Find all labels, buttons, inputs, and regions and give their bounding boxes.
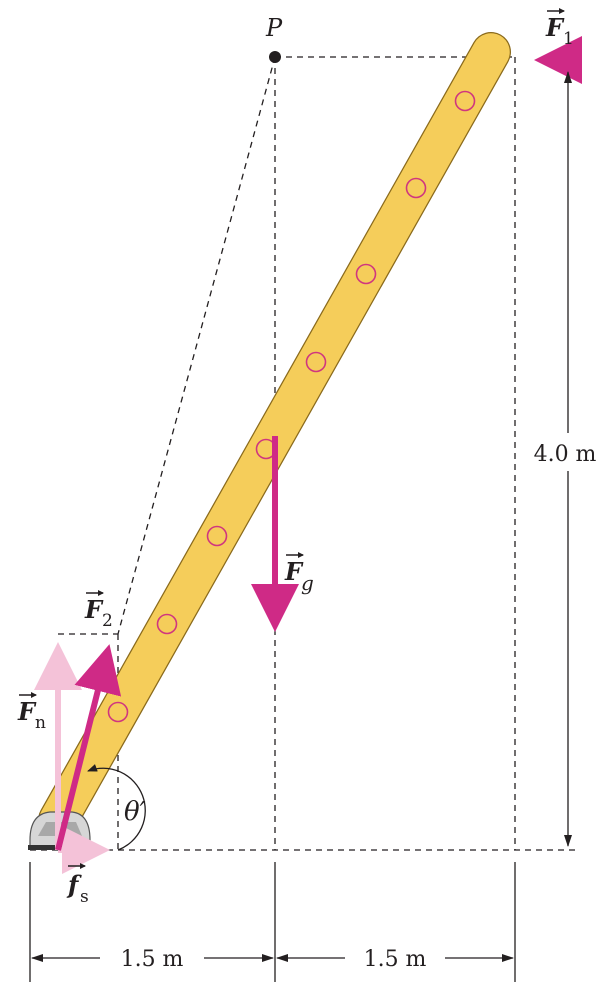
angle-label: θ′	[124, 797, 146, 827]
f1-subscript: 1	[563, 29, 574, 49]
label-fg: F g	[284, 552, 314, 595]
f2-force-arrow	[55, 644, 122, 851]
f2-symbol: F	[84, 595, 104, 624]
fg-symbol: F	[284, 557, 304, 586]
ladder-rungs	[107, 90, 476, 723]
f2-subscript: 2	[102, 611, 113, 631]
width-dimensions: 1.5 m 1.5 m	[29, 862, 516, 982]
fg-subscript: g	[301, 571, 314, 595]
left-width-label: 1.5 m	[121, 947, 184, 972]
rung-circle	[355, 263, 377, 285]
label-fs: f s	[66, 863, 89, 907]
lever-arm-dashed-line	[117, 56, 276, 635]
label-f1: F 1	[545, 8, 574, 49]
fn-subscript: n	[35, 713, 46, 733]
point-p	[269, 51, 281, 63]
angle-arc	[87, 764, 146, 851]
f1-symbol: F	[545, 13, 565, 42]
rung-circle	[206, 525, 228, 547]
rung-circle	[156, 613, 178, 635]
point-p-label: P	[265, 14, 283, 42]
right-width-label: 1.5 m	[364, 947, 427, 972]
rung-circle	[405, 177, 427, 199]
rung-circle	[305, 351, 327, 373]
rung-circle	[454, 90, 476, 112]
fs-subscript: s	[80, 887, 89, 907]
rung-circle	[107, 701, 129, 723]
forces	[34, 36, 582, 874]
fn-symbol: F	[17, 697, 37, 726]
label-f2: F 2	[84, 590, 113, 631]
label-fn: F n	[17, 692, 46, 733]
height-label: 4.0 m	[534, 442, 597, 467]
fs-symbol: f	[66, 870, 82, 899]
height-dimension: 4.0 m	[534, 71, 597, 847]
